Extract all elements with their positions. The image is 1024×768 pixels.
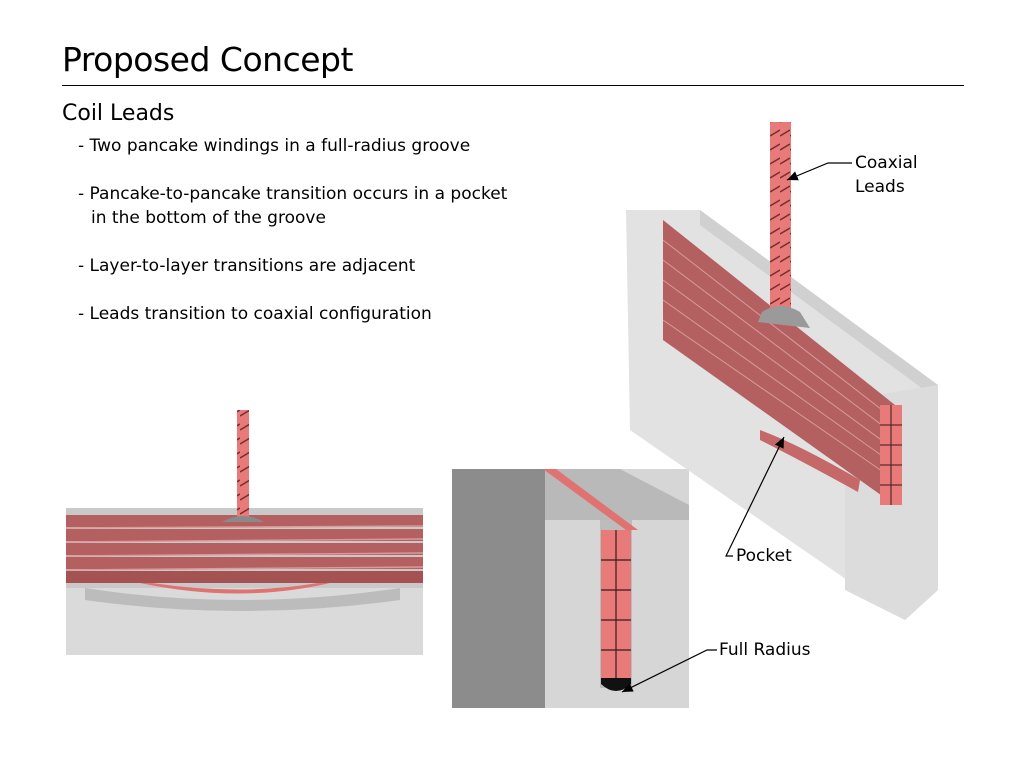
- block-top: [545, 469, 689, 520]
- bullet-text: - Layer-to-layer transitions are adjacen…: [78, 256, 416, 276]
- bullet-item: - Two pancake windings in a full-radius …: [78, 134, 558, 158]
- isometric-figure: [626, 122, 938, 620]
- winding-layers: [65, 515, 424, 583]
- bullet-list: - Two pancake windings in a full-radius …: [78, 134, 558, 350]
- coaxial-lead: [770, 122, 791, 312]
- block-side: [452, 469, 545, 708]
- pocket-transition: [140, 583, 330, 594]
- bullet-text-continued: in the bottom of the groove: [91, 208, 326, 228]
- top-conductor: [543, 469, 638, 530]
- side-view-figure: [65, 410, 424, 655]
- pocket-transition: [760, 430, 860, 492]
- lead-base: [758, 306, 810, 328]
- callouts: [621, 162, 852, 693]
- end-stack: [880, 405, 902, 505]
- bullet-text: - Leads transition to coaxial configurat…: [78, 304, 432, 324]
- coaxial-lead: [237, 410, 249, 522]
- full-radius-callout-line: [621, 649, 717, 693]
- winding-lines: [662, 239, 896, 481]
- slide-title: Proposed Concept: [62, 40, 353, 79]
- label-pocket: Pocket: [736, 546, 792, 566]
- label-full-radius: Full Radius: [719, 640, 811, 660]
- pocket-shadow: [85, 588, 400, 611]
- bullet-item: - Pancake-to-pancake transition occurs i…: [78, 182, 558, 230]
- bullet-text: - Two pancake windings in a full-radius …: [78, 136, 471, 156]
- winding-pack: [663, 220, 895, 505]
- bullet-item: - Leads transition to coaxial configurat…: [78, 302, 558, 326]
- coaxial-callout-line: [786, 162, 852, 181]
- bullet-item: - Layer-to-layer transitions are adjacen…: [78, 254, 558, 278]
- lead-base: [222, 516, 264, 522]
- cross-section-figure: [452, 469, 689, 708]
- bullet-text: - Pancake-to-pancake transition occurs i…: [78, 184, 508, 204]
- pocket-callout-line: [725, 436, 785, 557]
- label-leads: Leads: [855, 177, 905, 197]
- title-divider: [62, 85, 964, 86]
- section-subtitle: Coil Leads: [62, 101, 175, 126]
- conductor-stack: [601, 530, 631, 678]
- label-coaxial: Coaxial: [855, 153, 918, 173]
- block-top-edge: [700, 210, 938, 400]
